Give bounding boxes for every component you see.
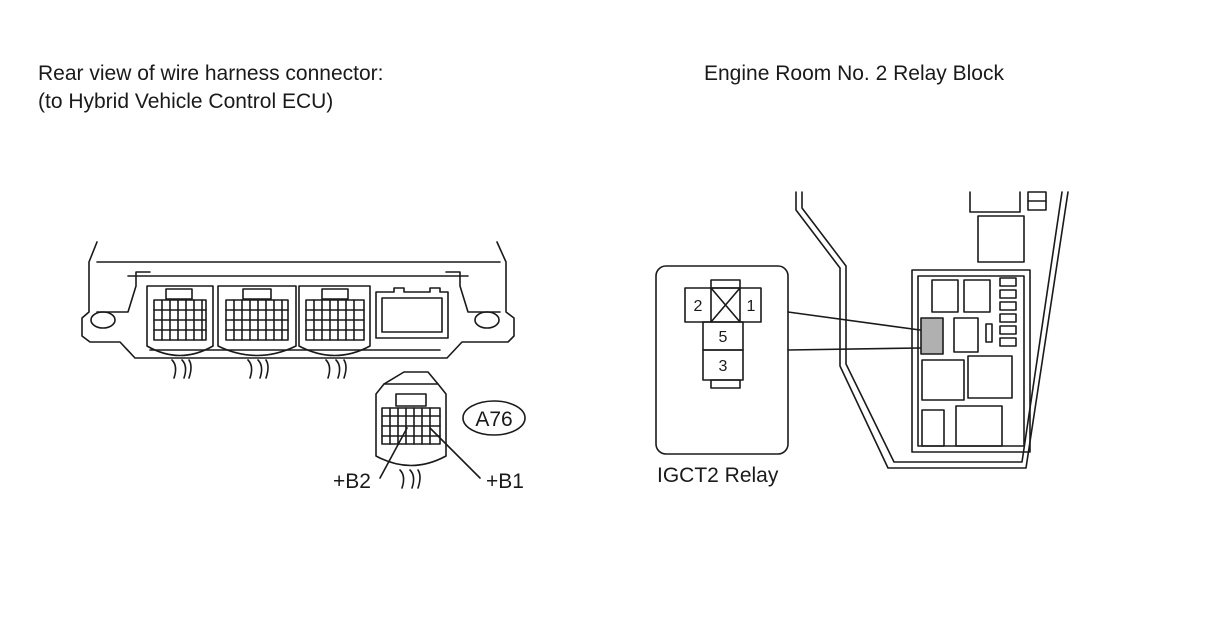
b2-leader-line [379, 427, 408, 479]
ecu-connector-4 [375, 287, 449, 339]
terminal-b2-label: +B2 [333, 470, 371, 493]
b1-leader-line [429, 427, 481, 479]
ecu-connector-2 [217, 285, 297, 379]
relay-detail-box [655, 265, 789, 455]
relay-pin-1: 1 [747, 298, 756, 315]
relay-label: IGCT2 Relay [657, 464, 779, 487]
connector-code-oval [462, 400, 526, 436]
ecu-connector-3 [298, 285, 371, 379]
relay-pin-3: 3 [719, 358, 728, 375]
left-title-line2: (to Hybrid Vehicle Control ECU) [38, 90, 334, 113]
relay-pin-2: 2 [694, 298, 703, 315]
harness-connector-a76 [375, 371, 447, 489]
relay-pin-5: 5 [719, 329, 728, 346]
left-title-line1: Rear view of wire harness connector: [38, 62, 384, 85]
terminal-b1-label: +B1 [486, 470, 524, 493]
right-title: Engine Room No. 2 Relay Block [704, 62, 1004, 85]
ecu-housing [81, 241, 515, 359]
ecu-connector-1 [146, 285, 214, 379]
igct2-relay-highlight [920, 317, 944, 355]
relay-pointer-lines [787, 311, 921, 351]
connector-code: A76 [475, 408, 512, 431]
relay-block-outline [795, 191, 1069, 469]
igct2-relay-symbol [684, 279, 762, 389]
relay-block-slots [921, 277, 1017, 447]
